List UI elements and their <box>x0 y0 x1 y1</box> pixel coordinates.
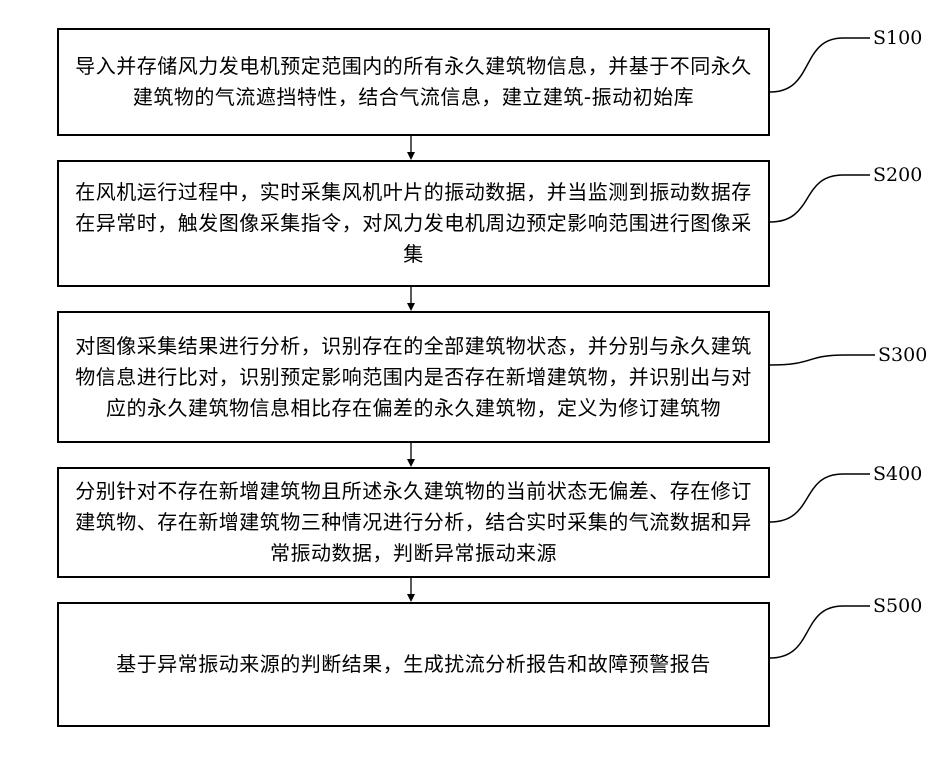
step-box-s300: 对图像采集结果进行分析，识别存在的全部建筑物状态，并分别与永久建筑物信息进行比对… <box>57 311 770 443</box>
arrow-s200-s300 <box>407 287 415 311</box>
step-label-s200: S200 <box>873 164 922 186</box>
step-label-s300: S300 <box>878 344 927 366</box>
step-text-s100: 导入并存储风力发电机预定范围内的所有永久建筑物信息，并基于不同永久建筑物的气流遮… <box>69 51 758 113</box>
step-text-s300: 对图像采集结果进行分析，识别存在的全部建筑物状态，并分别与永久建筑物信息进行比对… <box>69 331 758 424</box>
leader-s300 <box>770 355 875 365</box>
step-box-s500: 基于异常振动来源的判断结果，生成扰流分析报告和故障预警报告 <box>57 602 770 727</box>
step-box-s200: 在风机运行过程中，实时采集风机叶片的振动数据，并当监测到振动数据存在异常时，触发… <box>57 160 770 287</box>
step-text-s200: 在风机运行过程中，实时采集风机叶片的振动数据，并当监测到振动数据存在异常时，触发… <box>69 177 758 270</box>
step-label-s500: S500 <box>873 595 922 617</box>
step-text-s500: 基于异常振动来源的判断结果，生成扰流分析报告和故障预警报告 <box>116 649 711 680</box>
arrow-s400-s500 <box>407 578 415 602</box>
step-box-s400: 分别针对不存在新增建筑物且所述永久建筑物的当前状态无偏差、存在修订建筑物、存在新… <box>57 467 770 578</box>
step-label-s400: S400 <box>873 463 922 485</box>
step-text-s400: 分别针对不存在新增建筑物且所述永久建筑物的当前状态无偏差、存在修订建筑物、存在新… <box>69 476 758 569</box>
arrow-s300-s400 <box>407 443 415 467</box>
leader-s500 <box>770 606 870 658</box>
arrow-s100-s200 <box>407 136 415 160</box>
step-box-s100: 导入并存储风力发电机预定范围内的所有永久建筑物信息，并基于不同永久建筑物的气流遮… <box>57 28 770 136</box>
leader-s100 <box>770 38 870 92</box>
leader-s200 <box>770 175 870 222</box>
leader-s400 <box>770 474 870 522</box>
step-label-s100: S100 <box>873 27 922 49</box>
